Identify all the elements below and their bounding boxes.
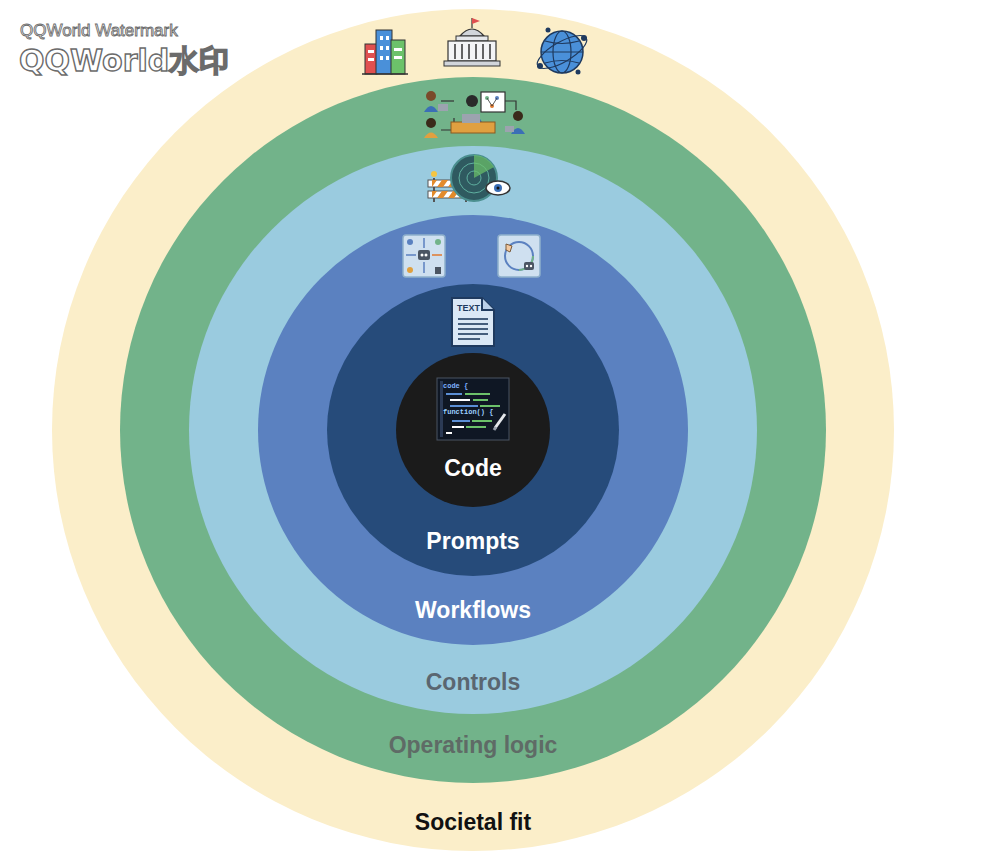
prompts-ring: Prompts Code — [327, 284, 619, 576]
watermark: QQWorld Watermark — [20, 21, 178, 41]
societal-ring: Societal fit Operating logic Controls Workf… — [52, 9, 894, 851]
watermark: QQWorld水印 — [19, 43, 229, 78]
ring-shape — [396, 353, 550, 507]
ring-label: Operating logic — [120, 731, 826, 759]
operating-ring: Operating logicControlsWorkflowsPromptsC… — [120, 77, 826, 783]
ring-label: Code — [396, 454, 550, 482]
ring-fill — [120, 77, 826, 783]
ring-fill — [52, 9, 894, 851]
code-icon-text: function() { — [443, 408, 493, 416]
workflows-ring: Workflows Prompts Code — [258, 215, 688, 645]
controls-ring: Controls Workflows Prompts Code — [189, 146, 757, 714]
ring-label: Controls — [189, 668, 757, 696]
ring-fill — [396, 353, 550, 507]
ring-label: Prompts — [327, 527, 619, 555]
ring-fill — [189, 146, 757, 714]
ring-fill — [327, 284, 619, 576]
ring-label: Workflows — [258, 596, 688, 624]
ring-fill — [258, 215, 688, 645]
code-icon-text: code { — [443, 382, 468, 390]
code-circle: Code — [396, 353, 550, 507]
ring-label: Societal fit — [52, 808, 894, 836]
document-icon-text: TEXT — [457, 303, 480, 313]
